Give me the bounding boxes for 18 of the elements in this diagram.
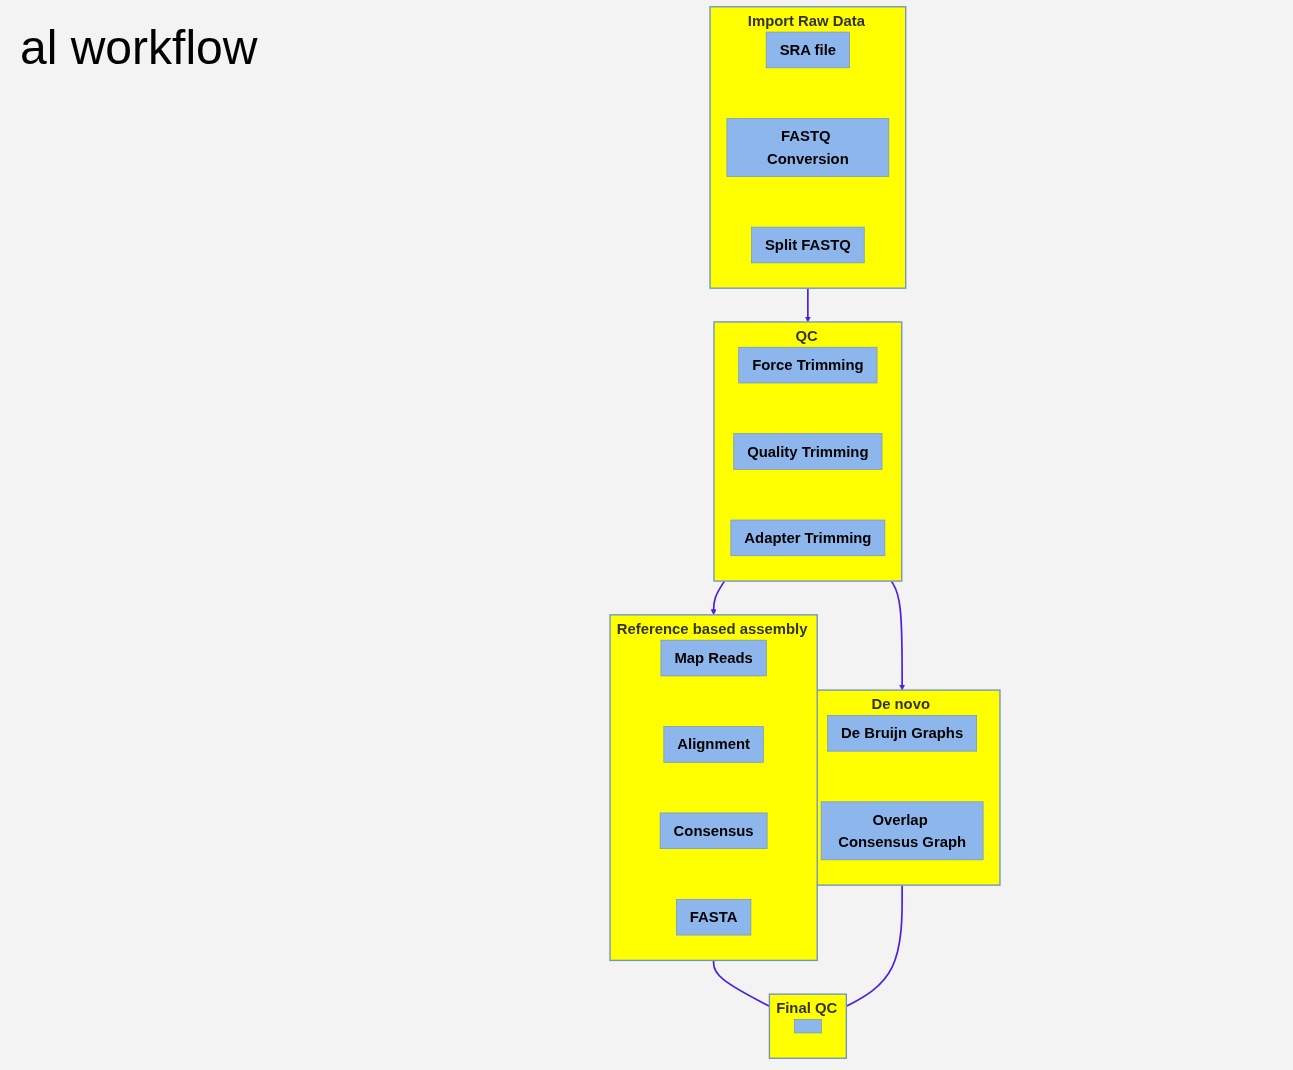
cluster: Final QC [768, 993, 847, 1059]
node-box: Split FASTQ [751, 226, 865, 264]
node-box: Overlap Consensus Graph [820, 801, 984, 861]
node-box: Force Trimming [738, 346, 878, 384]
node-box [794, 1019, 822, 1034]
node-box: SRA file [765, 31, 850, 69]
node-box: Alignment [663, 726, 764, 763]
node-box: Map Reads [660, 639, 767, 677]
node-box: Adapter Trimming [730, 519, 886, 557]
title: al workflow [20, 20, 258, 75]
node-box: Consensus [659, 812, 768, 850]
node-box: Quality Trimming [733, 433, 883, 470]
node-box: De Bruijn Graphs [827, 715, 977, 752]
arrow [710, 580, 726, 616]
node-box: FASTA [676, 898, 752, 936]
arrow [804, 287, 811, 323]
arrow [890, 580, 906, 691]
node-box: FASTQ Conversion [726, 118, 890, 177]
